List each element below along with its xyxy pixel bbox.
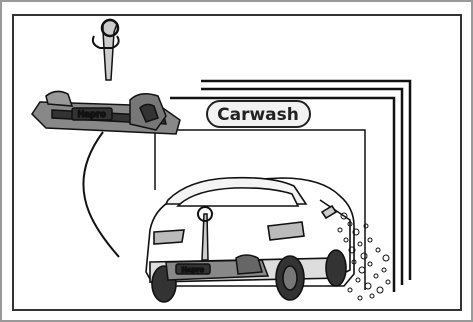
- carwash-sign: Carwash: [207, 101, 310, 127]
- carwash-sign-label: Carwash: [217, 105, 299, 125]
- mounted-rack-brand-label: Hapro: [182, 267, 205, 274]
- car: [146, 178, 354, 302]
- rack-brand-label: Hapro: [78, 109, 107, 119]
